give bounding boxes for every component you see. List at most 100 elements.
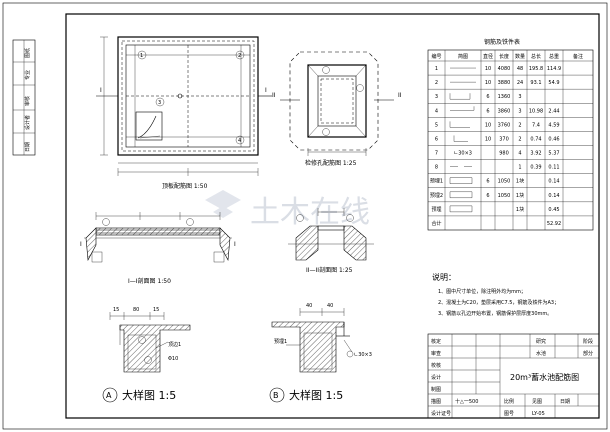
svg-text:2: 2 <box>238 53 241 59</box>
svg-text:3: 3 <box>158 100 161 106</box>
rebar-table-cell: 3 <box>518 94 521 100</box>
title-block-row: 校核 <box>431 362 441 369</box>
title-block-row: 设计证号 <box>431 410 451 417</box>
rebar-table-cell: 54.9 <box>548 80 559 86</box>
rebar-table-header: 编号 <box>431 53 441 60</box>
rebar-table-cell: 10 <box>485 66 491 72</box>
rebar-table-cell: 4.59 <box>548 122 559 128</box>
rebar-table-cell: 10.98 <box>529 108 543 114</box>
rebar-table-header: 总重 <box>549 53 559 60</box>
drawing-no-label: 图号 <box>504 411 514 417</box>
note-item: 1、图中尺寸单位，除注明外均为mm； <box>438 288 526 295</box>
rebar-table-cell: 93.1 <box>530 80 541 86</box>
rebar-table-cell: 0.14 <box>548 179 559 185</box>
rebar-table-cell: 预埋2 <box>430 192 443 199</box>
title-block-stage: 阶段 <box>583 338 593 345</box>
rebar-table-cell: 3.92 <box>530 151 541 157</box>
title-block-row: 制图 <box>431 386 441 393</box>
section-2-title: II—II剖面图 1:25 <box>306 266 353 274</box>
draw-scale: 十△一500 <box>455 398 478 405</box>
title-block-stage: 水池 <box>536 350 546 357</box>
rebar-table-cell: 6 <box>486 108 489 114</box>
rebar-shape-sketch <box>449 93 471 100</box>
top-slab-title: 顶板配筋图 1:50 <box>162 182 208 190</box>
rebar-table-cell: 1块 <box>516 178 524 185</box>
rebar-table-cell: 195.8 <box>529 66 543 72</box>
date-label: 日期 <box>560 399 570 405</box>
title-block-row: 设计 <box>431 374 441 381</box>
rebar-table-title: 钢筋及铁件表 <box>484 38 520 46</box>
rebar-shape-sketch <box>450 106 475 111</box>
detail-a: 15 80 15 顶边1 Φ10 A 大样图 1:5 <box>102 307 191 403</box>
note-item: 3、钢筋以孔边开始布置，钢筋保护层厚度30mm。 <box>438 310 552 317</box>
rebar-table-header: 总长 <box>531 53 541 60</box>
rebar-shape-sketch <box>449 191 473 198</box>
drawing-title: 20m³蓄水池配筋图 <box>510 372 579 382</box>
title-block-row: 核定 <box>431 338 441 345</box>
rebar-table-cell: 2.44 <box>548 108 559 114</box>
notes: 说明： 1、图中尺寸单位，除注明外均为mm； 2、混凝土为C20，垫层采用C7.… <box>432 272 559 317</box>
side-stamp: 图纸 专业 审核 设计者 日期 <box>12 39 36 156</box>
rebar-table-cell: 1360 <box>498 94 511 100</box>
side-stamp-item: 专业 <box>24 70 31 80</box>
rebar-table-header: 数量 <box>515 53 525 60</box>
rebar-table-cell: 6 <box>435 136 438 142</box>
detail-b: 40 40 预埋1 ∟30×3 B 大样图 1:5 <box>269 303 372 403</box>
rebar-table-cell: 10 <box>485 80 491 86</box>
section-1: I I I—I剖面图 1:50 <box>80 212 236 285</box>
detail-b-steel-label: ∟30×3 <box>354 352 372 358</box>
detail-a-dim: 15 <box>153 307 159 313</box>
rebar-table-cell: 合计 <box>431 220 441 227</box>
rebar-table-cell: 980 <box>499 151 509 157</box>
rebar-table-cell: 5 <box>435 122 438 128</box>
rebar-table-cell: 6 <box>486 193 489 199</box>
scale-label: 比例 <box>504 398 514 405</box>
rebar-table-cell: 10 <box>485 122 491 128</box>
rebar-table-cell: ∟30×3 <box>454 151 472 157</box>
detail-a-top-label: 顶边1 <box>168 341 181 348</box>
rebar-table-header: 直径 <box>483 53 493 60</box>
section-1-mark-right: I <box>234 241 236 248</box>
rebar-table-cell: 预埋 <box>431 206 441 213</box>
svg-text:4: 4 <box>238 138 241 144</box>
drawing-no: LY-05 <box>532 411 545 417</box>
rebar-table-cell: 预埋1 <box>430 178 443 185</box>
svg-text:1: 1 <box>140 53 143 59</box>
rebar-table-cell: 1 <box>435 66 438 72</box>
detail-a-dim: 15 <box>113 307 119 313</box>
manhole-section-mark-right: II <box>398 92 402 99</box>
title-block-row: 审查 <box>431 350 441 357</box>
top-slab-plan: 1 2 3 4 I I 顶板配筋图 1:50 <box>96 36 272 190</box>
rebar-table-cell: 0.46 <box>548 136 559 142</box>
detail-b-circle <box>269 387 285 403</box>
side-stamp-item: 图纸 <box>24 48 31 58</box>
side-stamp-item: 审核 <box>24 96 31 106</box>
rebar-table-cell: 2 <box>518 122 521 128</box>
note-item: 2、混凝土为C20，垫层采用C7.5，钢筋及铁件为A3； <box>438 299 559 306</box>
detail-a-title: 大样图 1:5 <box>122 388 176 402</box>
rebar-table-cell: 3 <box>518 108 521 114</box>
detail-b-top-label: 预埋1 <box>274 338 287 345</box>
side-stamp-item: 日期 <box>25 142 31 152</box>
rebar-table-cell: 2 <box>518 136 521 142</box>
rebar-table-cell: 0.14 <box>548 193 559 199</box>
rebar-table-cell: 0.39 <box>530 165 541 171</box>
manhole-title: 检修孔配筋图 1:25 <box>305 159 357 167</box>
rebar-shape-sketch <box>449 177 473 184</box>
scale-value: 见图 <box>532 399 542 405</box>
detail-a-circle <box>102 387 118 403</box>
rebar-table-header: 备注 <box>573 53 583 60</box>
detail-b-dim: 40 <box>327 303 333 309</box>
section-2: II—II剖面图 1:25 <box>288 208 374 274</box>
rebar-table-cell: 4 <box>518 151 521 157</box>
inner-frame <box>65 13 600 419</box>
svg-text:I: I <box>265 87 267 94</box>
rebar-table-cell: 3880 <box>498 80 511 86</box>
manhole-plan: II II 检修孔配筋图 1:25 <box>272 51 402 167</box>
rebar-table-cell: 52.92 <box>547 221 561 227</box>
manhole-section-mark-left: II <box>272 92 276 99</box>
svg-text:I: I <box>100 87 102 94</box>
rebar-table-cell: 0.74 <box>530 136 541 142</box>
rebar-table-cell: 1块 <box>516 206 524 213</box>
